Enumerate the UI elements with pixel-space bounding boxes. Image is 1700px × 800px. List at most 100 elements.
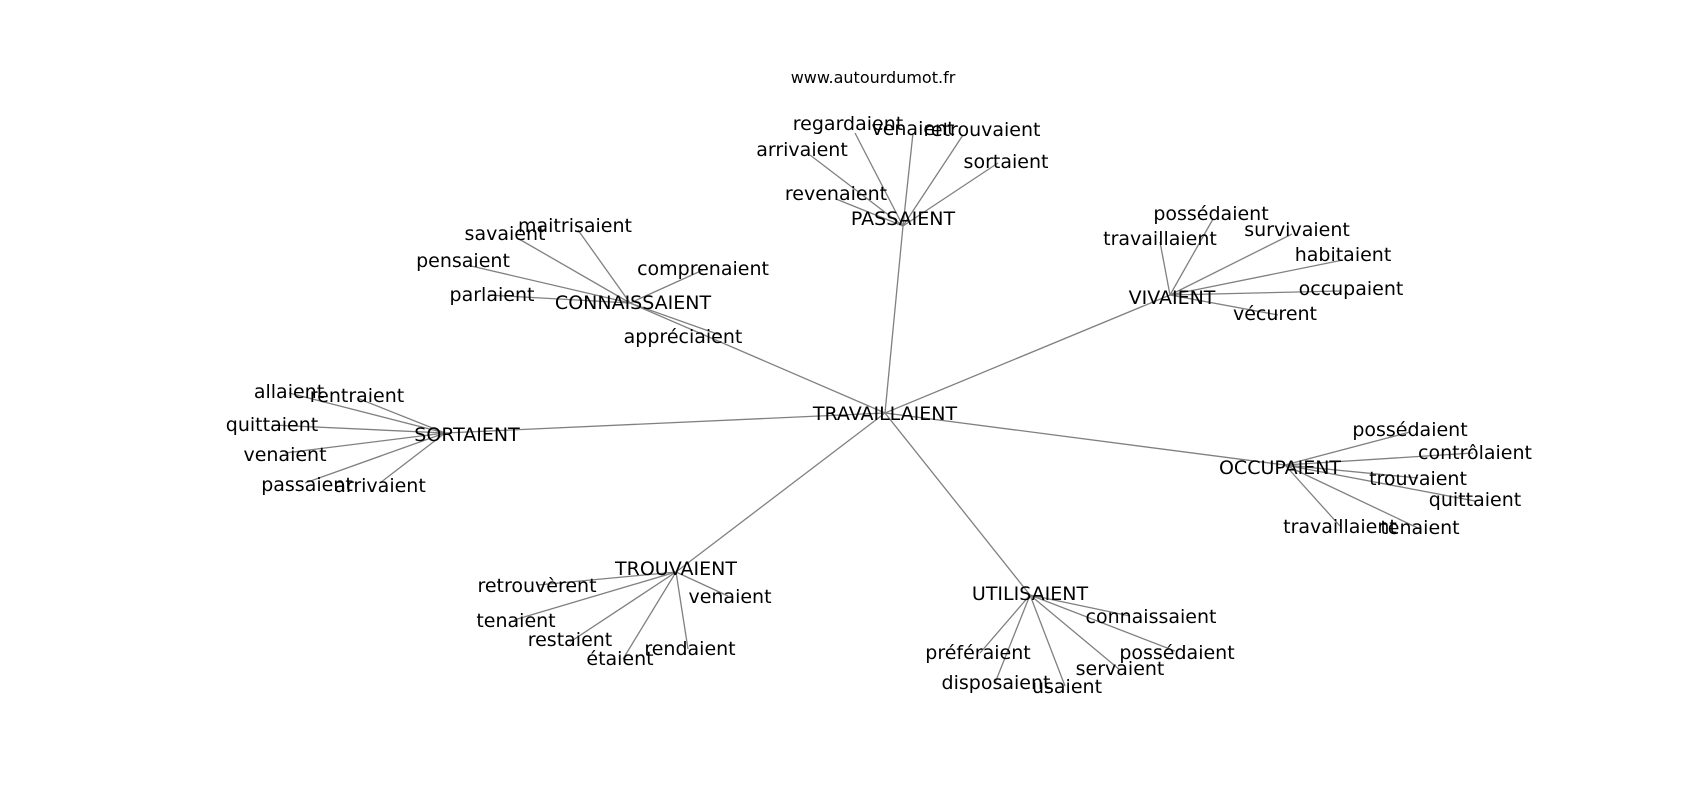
- hub-node-label: OCCUPAIENT: [1219, 457, 1341, 479]
- leaf-node-label: rendaient: [644, 638, 735, 660]
- edge-hub-to-leaf: [629, 302, 721, 336]
- edge-hub-to-leaf: [1169, 290, 1341, 296]
- edge-hub-to-leaf: [809, 154, 904, 227]
- leaf-node-label: revenaient: [785, 183, 887, 205]
- edge-hub-to-leaf: [288, 392, 446, 434]
- hub-node-label: SORTAIENT: [414, 424, 520, 446]
- edge-hub-to-leaf: [1159, 241, 1171, 296]
- leaf-node-label: travaillaient: [1283, 516, 1397, 538]
- edge-root-to-hub: [884, 412, 1286, 466]
- edge-hub-to-leaf: [513, 571, 677, 621]
- leaf-node-label: retrouvèrent: [477, 575, 596, 597]
- edge-hub-to-leaf: [470, 265, 631, 304]
- edge-hub-to-leaf: [518, 238, 631, 304]
- leaf-node-label: rentraient: [310, 385, 405, 407]
- edge-hub-to-leaf: [1169, 259, 1344, 296]
- edge-hub-to-leaf: [1284, 464, 1476, 502]
- leaf-node-label: pensaient: [416, 250, 510, 272]
- leaf-node-label: arrivaient: [334, 475, 426, 497]
- edge-hub-to-leaf: [1284, 431, 1411, 466]
- leaf-node-label: usaient: [1032, 676, 1102, 698]
- leaf-node-label: possédaient: [1119, 642, 1234, 664]
- edges-layer: [271, 132, 1476, 687]
- leaf-node-label: allaient: [254, 381, 324, 403]
- leaf-node-label: savaient: [465, 223, 546, 245]
- leaf-node-label: maitrisaient: [518, 215, 632, 237]
- leaf-node-label: trouvaient: [1369, 468, 1467, 490]
- leaf-node-label: tenaient: [476, 610, 555, 632]
- edge-hub-to-leaf: [902, 134, 964, 227]
- edge-root-to-hub: [629, 302, 886, 414]
- edge-hub-to-leaf: [675, 571, 689, 650]
- leaf-node-label: disposaient: [942, 672, 1051, 694]
- hub-node-label: VIVAIENT: [1129, 287, 1216, 309]
- nodes-layer: PASSAIENTregardaientvenaientretrouvaient…: [226, 113, 1532, 698]
- site-credit: www.autourdumot.fr: [791, 68, 956, 87]
- leaf-node-label: quittaient: [226, 414, 318, 436]
- leaf-node-label: préféraient: [925, 642, 1030, 664]
- edge-hub-to-leaf: [577, 229, 631, 304]
- edge-hub-to-leaf: [487, 294, 631, 304]
- edge-hub-to-leaf: [356, 397, 446, 434]
- leaf-node-label: restaient: [528, 629, 613, 651]
- edge-hub-to-leaf: [1029, 594, 1176, 652]
- leaf-node-label: contrôlaient: [1418, 442, 1532, 464]
- edge-hub-to-leaf: [379, 432, 446, 484]
- leaf-node-label: retrouvaient: [924, 119, 1041, 141]
- edge-hub-to-leaf: [629, 269, 704, 304]
- edge-hub-to-leaf: [284, 432, 446, 454]
- edge-root-to-hub: [884, 225, 904, 414]
- leaf-node-label: parlaient: [450, 284, 535, 306]
- leaf-node-label: servaient: [1076, 658, 1165, 680]
- edge-hub-to-leaf: [1169, 233, 1293, 296]
- leaf-node-label: comprenaient: [637, 258, 769, 280]
- edge-hub-to-leaf: [1169, 218, 1214, 296]
- edge-hub-to-leaf: [854, 132, 904, 227]
- leaf-node-label: sortaient: [964, 151, 1049, 173]
- edge-hub-to-leaf: [271, 424, 446, 434]
- leaf-node-label: appréciaient: [624, 326, 743, 348]
- edge-hub-to-leaf: [537, 571, 677, 586]
- edge-hub-to-leaf: [675, 571, 729, 597]
- edge-hub-to-leaf: [1029, 594, 1121, 671]
- leaf-node-label: tenaient: [1380, 517, 1459, 539]
- leaf-node-label: regardaient: [793, 113, 903, 135]
- hub-node-label: TROUVAIENT: [614, 558, 737, 580]
- edge-hub-to-leaf: [1284, 464, 1421, 530]
- edge-hub-to-leaf: [1169, 294, 1279, 316]
- leaf-node-label: étaient: [586, 648, 653, 670]
- edge-root-to-hub: [675, 412, 886, 573]
- edge-hub-to-leaf: [304, 432, 446, 484]
- leaf-node-label: passaient: [261, 474, 353, 496]
- edge-hub-to-leaf: [1284, 464, 1419, 479]
- hub-node-label: PASSAIENT: [851, 208, 956, 230]
- edge-root-to-hub: [884, 294, 1171, 414]
- edge-hub-to-leaf: [622, 571, 677, 660]
- leaf-node-label: venaient: [243, 444, 326, 466]
- edge-root-to-hub: [444, 412, 886, 434]
- edge-root-to-hub: [884, 412, 1031, 596]
- edge-hub-to-leaf: [902, 132, 914, 227]
- edge-hub-to-leaf: [1029, 594, 1066, 687]
- leaf-node-label: quittaient: [1429, 489, 1521, 511]
- leaf-node-label: venaient: [688, 586, 771, 608]
- leaf-node-label: possédaient: [1352, 419, 1467, 441]
- hub-node-label: CONNAISSAIENT: [555, 292, 712, 314]
- edge-hub-to-leaf: [1029, 594, 1131, 617]
- leaf-node-label: venaient: [871, 118, 954, 140]
- edge-hub-to-leaf: [902, 162, 999, 227]
- edge-hub-to-leaf: [994, 594, 1031, 684]
- edge-hub-to-leaf: [1284, 464, 1341, 527]
- edge-hub-to-leaf: [569, 571, 677, 643]
- leaf-node-label: survivaient: [1244, 219, 1350, 241]
- leaf-node-label: connaissaient: [1086, 606, 1217, 628]
- leaf-node-label: possédaient: [1153, 203, 1268, 225]
- hub-node-label: UTILISAIENT: [972, 583, 1089, 605]
- edge-hub-to-leaf: [1284, 452, 1474, 466]
- leaf-node-label: habitaient: [1295, 244, 1392, 266]
- edge-hub-to-leaf: [835, 198, 904, 227]
- leaf-node-label: travaillaient: [1103, 228, 1217, 250]
- root-node-label: TRAVAILLAIENT: [812, 403, 958, 425]
- leaf-node-label: vécurent: [1233, 303, 1317, 325]
